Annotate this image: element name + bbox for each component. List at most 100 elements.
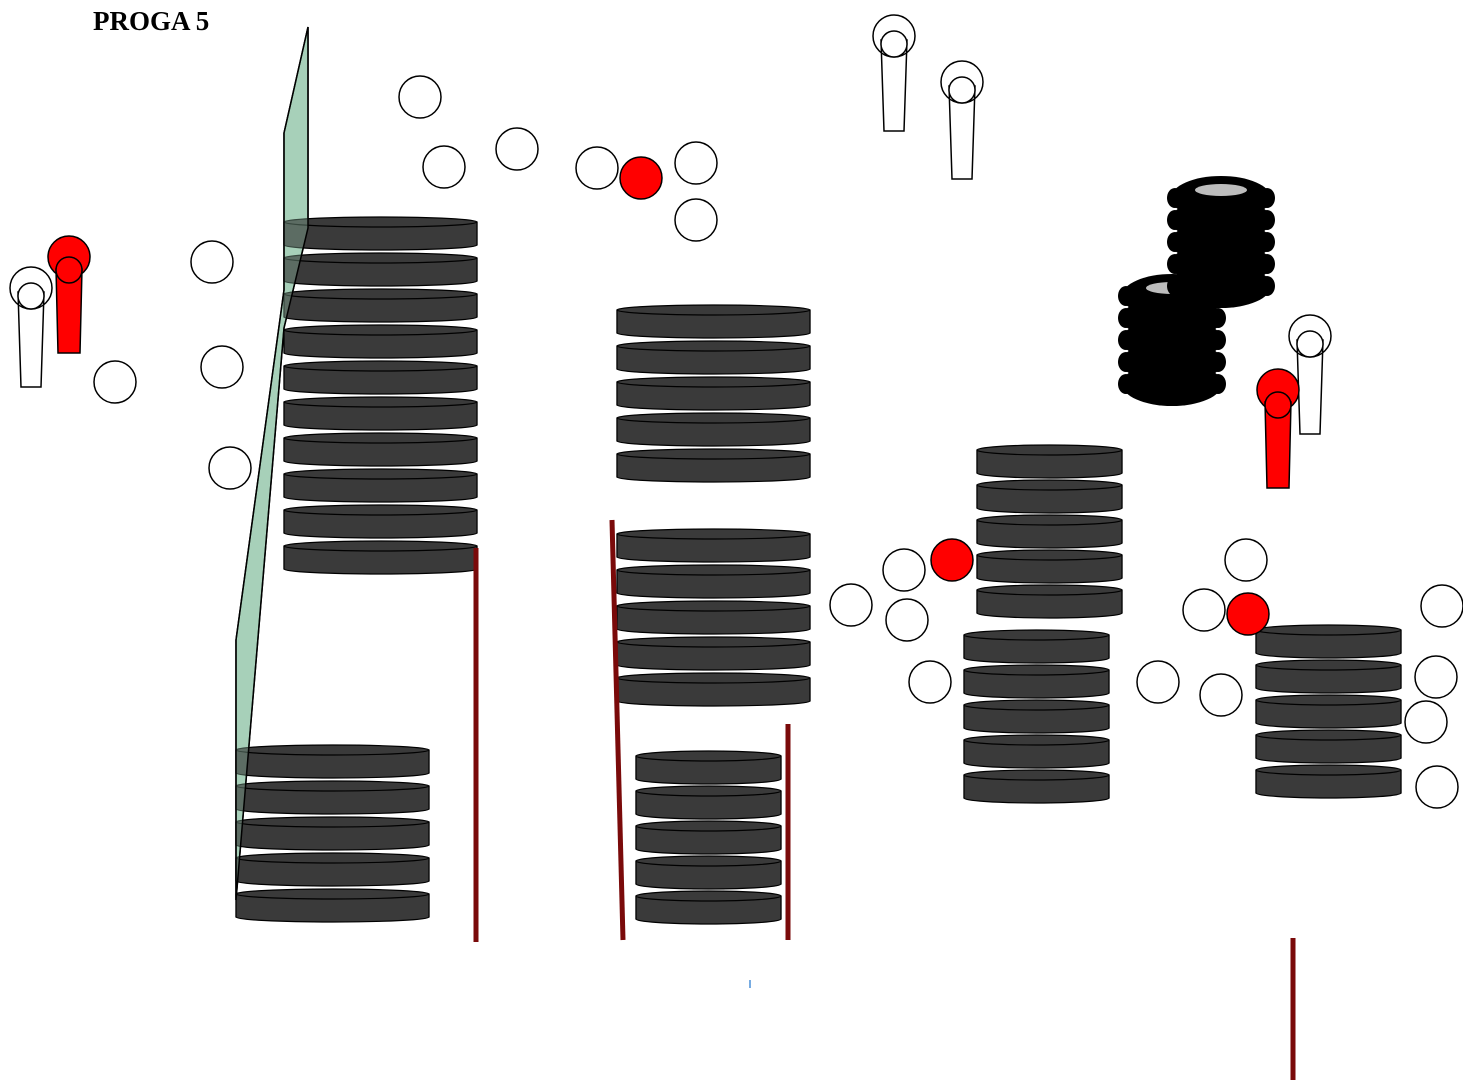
tire-edge bbox=[1167, 210, 1183, 230]
tire bbox=[284, 469, 477, 502]
tire bbox=[636, 821, 781, 854]
tire-edge bbox=[1167, 276, 1183, 296]
tire-stack-1 bbox=[284, 217, 477, 574]
tire bbox=[1256, 625, 1401, 658]
red-cone-icon bbox=[1227, 593, 1269, 635]
tire bbox=[284, 361, 477, 394]
white-cone-icon bbox=[201, 346, 243, 388]
red-pin-icon bbox=[48, 236, 90, 353]
tire bbox=[284, 541, 477, 574]
tire-edge bbox=[1167, 254, 1183, 274]
tire-edge bbox=[1259, 188, 1275, 208]
tire bbox=[964, 770, 1109, 803]
tire bbox=[617, 449, 810, 482]
tire bbox=[617, 377, 810, 410]
white-cone-icon bbox=[1405, 701, 1447, 743]
tire-stack-8 bbox=[1256, 625, 1401, 798]
tire bbox=[617, 601, 810, 634]
tire-edge bbox=[1118, 286, 1134, 306]
tire bbox=[284, 505, 477, 538]
tire-edge bbox=[1259, 210, 1275, 230]
tire bbox=[236, 853, 429, 886]
white-cone-icon bbox=[496, 128, 538, 170]
white-cone-icon bbox=[1225, 539, 1267, 581]
tire bbox=[977, 550, 1122, 583]
tire bbox=[1256, 765, 1401, 798]
red-pin-icon bbox=[1257, 369, 1299, 488]
tire-stack-6 bbox=[977, 445, 1122, 618]
tire-edge bbox=[1259, 254, 1275, 274]
tire bbox=[1256, 695, 1401, 728]
tire bbox=[617, 413, 810, 446]
white-pin-icon bbox=[873, 15, 915, 131]
tire bbox=[964, 700, 1109, 733]
white-cone-icon bbox=[576, 147, 618, 189]
white-cone-icon bbox=[399, 76, 441, 118]
white-cone-icon bbox=[1183, 589, 1225, 631]
tire bbox=[284, 397, 477, 430]
tire bbox=[964, 630, 1109, 663]
white-pin-icon bbox=[10, 267, 52, 387]
white-cone-icon bbox=[830, 584, 872, 626]
white-cone-icon bbox=[209, 447, 251, 489]
tire bbox=[636, 856, 781, 889]
white-pin-icon bbox=[1289, 315, 1331, 434]
white-cone-icon bbox=[1415, 656, 1457, 698]
white-cone-icon bbox=[675, 199, 717, 241]
tire-edge bbox=[1167, 232, 1183, 252]
tire bbox=[1256, 660, 1401, 693]
tire-edge bbox=[1118, 374, 1134, 394]
tire bbox=[977, 445, 1122, 478]
tire bbox=[977, 515, 1122, 548]
white-cone-icon bbox=[1421, 585, 1463, 627]
tire bbox=[236, 745, 429, 778]
tire bbox=[236, 817, 429, 850]
tire bbox=[617, 305, 810, 338]
tire bbox=[236, 889, 429, 922]
tire-stack-5 bbox=[636, 751, 781, 924]
tire-edge bbox=[1210, 374, 1226, 394]
tire bbox=[617, 565, 810, 598]
white-cone-icon bbox=[1137, 661, 1179, 703]
loose-tire bbox=[1171, 176, 1271, 220]
tire bbox=[284, 217, 477, 250]
tire-stack-7 bbox=[964, 630, 1109, 803]
tire-stack-3 bbox=[617, 305, 810, 482]
tire bbox=[236, 781, 429, 814]
tire bbox=[977, 585, 1122, 618]
tire bbox=[636, 891, 781, 924]
tire bbox=[617, 529, 810, 562]
tire bbox=[617, 673, 810, 706]
white-cone-icon bbox=[1200, 674, 1242, 716]
white-cone-icon bbox=[94, 361, 136, 403]
red-cone-icon bbox=[931, 539, 973, 581]
tire-edge bbox=[1167, 188, 1183, 208]
tire bbox=[284, 253, 477, 286]
tire bbox=[636, 786, 781, 819]
tire bbox=[977, 480, 1122, 513]
tire-edge bbox=[1259, 232, 1275, 252]
white-cone-icon bbox=[675, 142, 717, 184]
tire bbox=[617, 341, 810, 374]
tire bbox=[617, 637, 810, 670]
tire-edge bbox=[1259, 276, 1275, 296]
white-cone-icon bbox=[191, 241, 233, 283]
tire-edge bbox=[1210, 308, 1226, 328]
tire-edge bbox=[1118, 352, 1134, 372]
white-cone-icon bbox=[886, 599, 928, 641]
white-cone-icon bbox=[423, 146, 465, 188]
tire-edge bbox=[1118, 308, 1134, 328]
tire-pile-2 bbox=[1167, 176, 1275, 308]
white-cone-icon bbox=[883, 549, 925, 591]
tire bbox=[1256, 730, 1401, 763]
red-cone-icon bbox=[620, 157, 662, 199]
tire-edge bbox=[1210, 352, 1226, 372]
tire bbox=[964, 665, 1109, 698]
white-pin-icon bbox=[941, 61, 983, 179]
tire-stack-4 bbox=[617, 529, 810, 706]
tire bbox=[284, 325, 477, 358]
tire-stack-2 bbox=[236, 745, 429, 922]
tire bbox=[284, 289, 477, 322]
tire-edge bbox=[1210, 330, 1226, 350]
